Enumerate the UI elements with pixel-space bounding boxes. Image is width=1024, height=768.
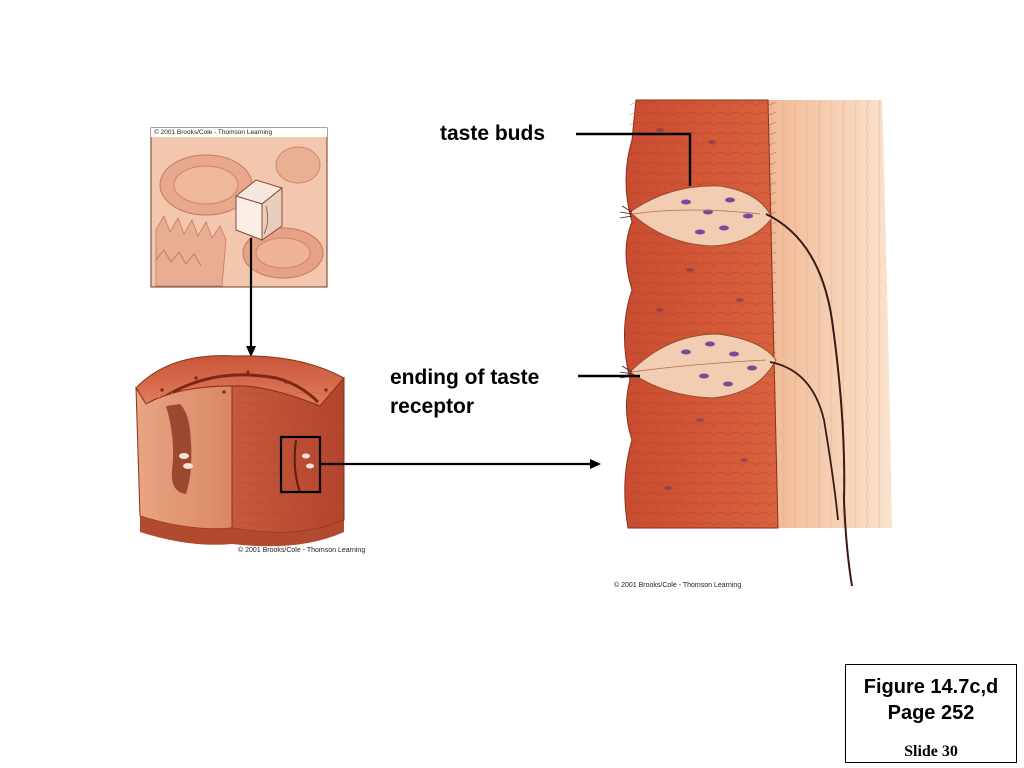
slide-number: Slide 30	[904, 743, 958, 760]
copyright-tongue-surface: © 2001 Brooks/Cole - Thomson Learning	[152, 128, 275, 137]
copyright-taste-bud-section: © 2001 Brooks/Cole - Thomson Learning	[614, 582, 742, 589]
figure-reference-box: Figure 14.7c,d Page 252 Slide 30	[845, 664, 1017, 763]
receptor-ending-label: ending of taste receptor	[390, 366, 540, 418]
papilla-block	[135, 355, 345, 547]
connector-arrow-down	[246, 238, 256, 357]
label-leader-lines	[576, 132, 692, 378]
copyright-papilla-block: © 2001 Brooks/Cole - Thomson Learning	[238, 547, 366, 554]
figure-number: Figure 14.7c,d	[863, 676, 999, 698]
page-number: Page 252	[887, 702, 975, 724]
connector-arrow-right	[320, 459, 601, 469]
taste-bud-section	[619, 99, 892, 587]
taste-buds-label: taste buds	[440, 122, 546, 145]
tongue-surface-inset	[150, 127, 328, 288]
